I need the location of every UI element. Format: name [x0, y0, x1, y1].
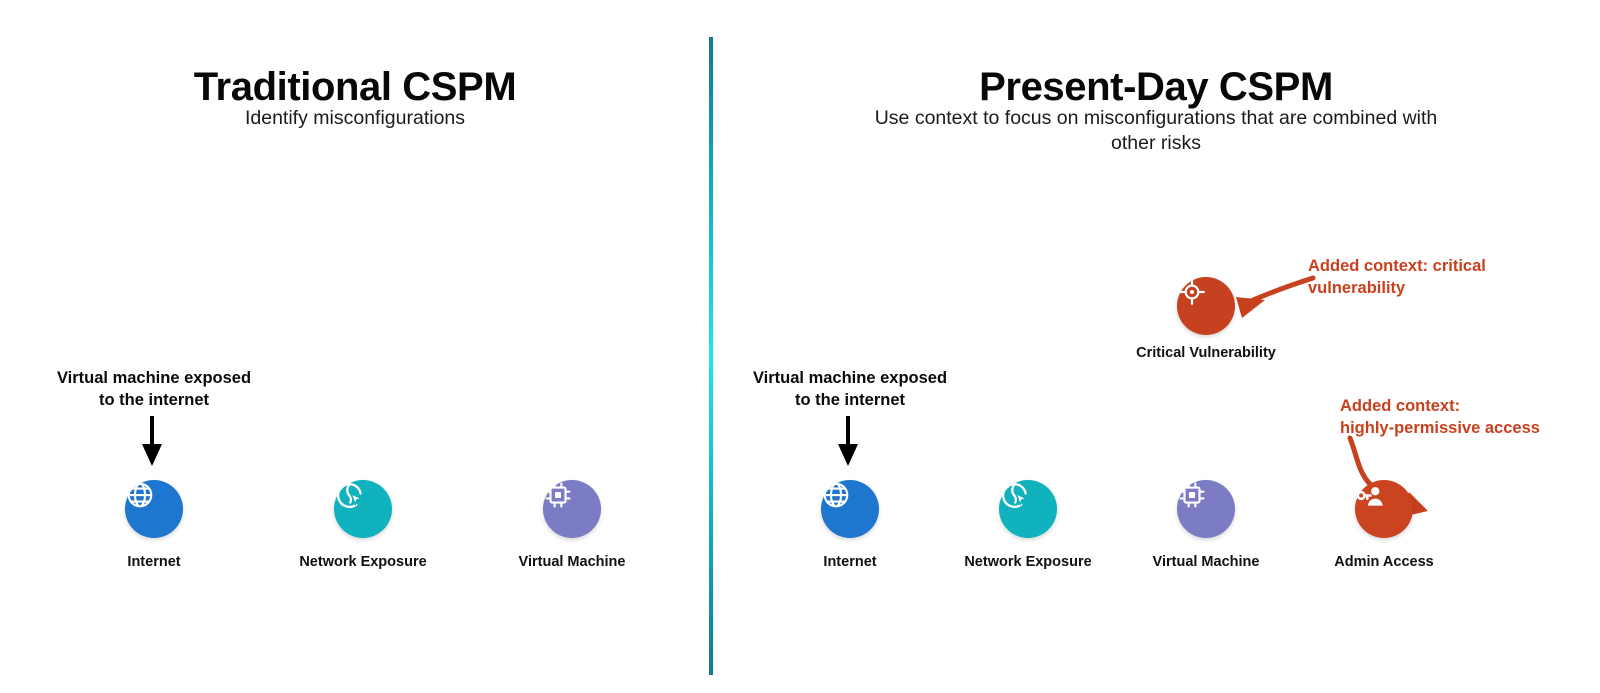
node-internet[interactable]	[125, 480, 183, 538]
connector-layer	[154, 506, 572, 512]
annotation-admin-access: Added context: highly-permissive access	[1340, 397, 1540, 437]
callout-arrow-layer	[838, 416, 858, 466]
annotation-critical-vulnerability: Added context: critical vulnerability	[1308, 257, 1486, 297]
node-virtual-machine[interactable]	[543, 480, 601, 538]
node-network-exposure[interactable]	[999, 480, 1057, 538]
node-virtual-machine[interactable]	[1177, 480, 1235, 538]
node-label-critical-vulnerability: Critical Vulnerability	[1136, 345, 1276, 361]
page-title-present-day: Present-Day CSPM	[979, 64, 1333, 109]
node-label-network-exposure: Network Exposure	[964, 554, 1092, 570]
down-arrow-icon	[142, 416, 162, 466]
down-arrow-icon	[838, 416, 858, 466]
callout-arrow-layer	[142, 416, 162, 466]
node-internet[interactable]	[821, 480, 879, 538]
callout-virtual-machine-exposed: Virtual machine exposed to the internet	[752, 369, 948, 409]
node-critical-vulnerability[interactable]	[1177, 277, 1235, 335]
node-admin-access[interactable]	[1355, 480, 1413, 538]
node-label-internet: Internet	[823, 554, 877, 570]
node-label-network-exposure: Network Exposure	[299, 554, 427, 570]
node-label-internet: Internet	[127, 554, 181, 570]
present-day-cspm-graph: Virtual machine exposed to the internet …	[712, 0, 1600, 693]
node-label-admin-access: Admin Access	[1334, 554, 1434, 570]
present-day-cspm-panel: Present-Day CSPM Use context to focus on…	[712, 0, 1600, 693]
annotation-arrow-vulnerability-icon	[1236, 275, 1316, 318]
subtitle-traditional: Identify misconfigurations	[244, 106, 466, 129]
node-label-virtual-machine: Virtual Machine	[1152, 554, 1260, 570]
node-label-virtual-machine: Virtual Machine	[518, 554, 626, 570]
node-network-exposure[interactable]	[334, 480, 392, 538]
callout-virtual-machine-exposed: Virtual machine exposed to the internet	[56, 369, 252, 409]
panel-divider	[709, 37, 713, 675]
traditional-cspm-panel: Traditional CSPM Identify misconfigurati…	[0, 0, 710, 693]
subtitle-present-day: Use context to focus on misconfiguration…	[874, 106, 1438, 155]
traditional-cspm-graph: Virtual machine exposed to the internet …	[0, 0, 710, 693]
page-title-traditional: Traditional CSPM	[193, 64, 517, 109]
